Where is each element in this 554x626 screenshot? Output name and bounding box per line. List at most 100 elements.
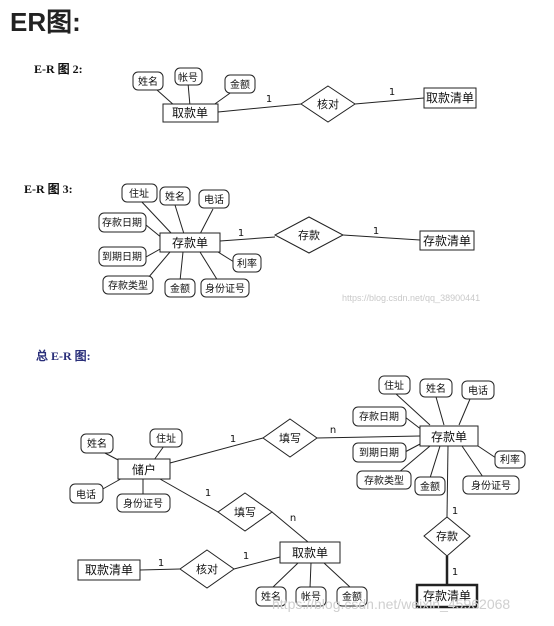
entity-d3-deposit-slip <box>419 425 479 447</box>
edge-d3-ws-name <box>271 562 299 589</box>
edge-d3-ds-duedate <box>404 442 423 453</box>
label-d3-ws-account: 帐号 <box>301 590 321 603</box>
edge-d2-type <box>147 251 171 279</box>
edge-d2-phone <box>199 208 214 235</box>
attr-d2-phone <box>198 189 230 209</box>
edge-d1-entity-rel <box>217 103 302 113</box>
attr-d2-id-number <box>200 278 250 298</box>
attr-d3-dep-phone <box>69 483 104 504</box>
attr-d3-ds-phone <box>461 380 495 400</box>
label-d3-deposit-list: 存款清单 <box>423 589 471 603</box>
label-d3-ws-name: 姓名 <box>261 590 281 603</box>
label-d3-deposit-slip: 存款单 <box>431 430 467 444</box>
section-label-total-er: 总 E-R 图: <box>36 349 91 363</box>
edge-d3-dep-address <box>153 445 165 461</box>
attr-d2-deposit-type <box>102 275 154 295</box>
attr-d3-dep-address <box>149 428 183 448</box>
label-d3-dep-idno: 身份证号 <box>123 497 163 510</box>
card-d3-h: 1 <box>452 567 458 578</box>
rel-d2-deposit <box>273 216 345 254</box>
section-label-er3: E-R 图 3: <box>24 182 73 196</box>
edge-d3-ds-address <box>394 392 431 426</box>
attr-d3-ws-amount <box>336 586 368 607</box>
label-d2-amount: 金额 <box>170 282 190 295</box>
label-d3-rel-deposit: 存款 <box>436 529 458 543</box>
attr-d1-amount <box>224 74 256 94</box>
rel-d1-check <box>300 85 356 123</box>
attr-d3-ds-deposit-type <box>356 470 412 490</box>
label-d3-ws-amount: 金额 <box>342 590 362 603</box>
card-d3-e: 1 <box>158 558 164 569</box>
edge-d3-ws-account <box>309 562 312 589</box>
edge-d2-duedate <box>145 247 163 258</box>
label-d3-withdraw-slip: 取款单 <box>292 546 328 560</box>
edge-d2-rate <box>217 251 235 263</box>
watermark-1: https://blog.csdn.net/qq_38900441 <box>342 293 481 303</box>
card-d2-left: 1 <box>238 228 244 239</box>
edge-d3-ws-amount <box>323 562 352 589</box>
card-d3-c: 1 <box>205 488 211 499</box>
rel-d3-fill-withdraw <box>217 492 273 532</box>
edge-d1-rel-target <box>354 97 425 105</box>
label-d3-withdraw-list: 取款清单 <box>85 563 133 577</box>
edge-d2-rel-target <box>342 234 421 241</box>
attr-d2-name <box>159 186 191 206</box>
label-d3-dep-name: 姓名 <box>87 437 107 450</box>
edge-d2-depdate <box>145 224 163 239</box>
attr-d2-address <box>121 183 158 203</box>
label-d3-ds-name: 姓名 <box>426 382 446 395</box>
label-d3-fill-withdraw: 填写 <box>234 505 256 519</box>
attr-d3-ds-name <box>419 378 453 398</box>
edge-d3-ds-phone <box>458 398 471 426</box>
label-d1-amount: 金额 <box>230 78 250 91</box>
edge-d3-dep-fill1 <box>169 437 264 464</box>
edge-d3-fill2-wslip <box>271 511 309 543</box>
edge-d2-entity-rel <box>219 236 276 242</box>
attr-d2-rate <box>232 253 262 273</box>
label-d3-rel-check: 核对 <box>196 562 218 576</box>
section-label-er2: E-R 图 2: <box>34 62 83 76</box>
card-d3-g: 1 <box>452 506 458 517</box>
label-d2-name: 姓名 <box>165 190 185 203</box>
entity-d1-withdraw-list <box>423 87 477 109</box>
entity-d3-withdraw-slip <box>279 541 341 564</box>
attr-d1-account <box>174 67 203 86</box>
label-d3-ds-address: 住址 <box>384 379 404 392</box>
label-d2-target: 存款清单 <box>423 234 471 248</box>
attr-d3-ds-amount <box>414 476 446 496</box>
edge-d2-idno <box>199 251 219 282</box>
attr-d3-dep-idno <box>116 493 171 513</box>
label-d3-fill-deposit: 填写 <box>279 431 301 445</box>
label-d3-ds-rate: 利率 <box>500 453 520 466</box>
label-d3-ds-due-date: 到期日期 <box>359 447 399 459</box>
rel-d3-deposit <box>423 516 471 557</box>
edge-d3-ds-rate <box>477 445 497 459</box>
entity-d3-deposit-list <box>415 583 479 609</box>
edge-d3-ds-amount <box>429 445 441 479</box>
label-d1-name: 姓名 <box>138 75 158 88</box>
attr-d2-due-date <box>98 246 147 267</box>
label-d2-rel: 存款 <box>298 228 320 242</box>
label-d1-rel: 核对 <box>317 97 339 111</box>
label-d2-rate: 利率 <box>237 257 257 270</box>
attr-d3-ds-rate <box>494 450 526 469</box>
attr-d3-ws-name <box>255 586 287 607</box>
label-d3-ds-amount: 金额 <box>420 480 440 493</box>
label-d2-due-date: 到期日期 <box>102 251 142 263</box>
label-d3-ds-phone: 电话 <box>468 384 488 397</box>
rel-d3-fill-deposit <box>262 418 318 458</box>
label-d2-entity: 存款单 <box>172 236 208 250</box>
watermark-2: https://blog.csdn.net/weixin_45962068 <box>272 596 511 612</box>
label-d3-ds-id-number: 身份证号 <box>471 479 511 492</box>
card-d1-right: 1 <box>389 87 395 98</box>
label-d3-ds-deposit-type: 存款类型 <box>364 474 404 487</box>
card-d1-left: 1 <box>266 94 272 105</box>
attr-d2-deposit-date <box>98 212 147 233</box>
edge-d3-check-wslip <box>233 556 281 570</box>
edge-d3-ds-depdate <box>404 416 423 431</box>
label-d1-account: 帐号 <box>178 71 198 84</box>
edge-d3-dep-fill2 <box>159 478 219 513</box>
attr-d2-amount <box>164 278 196 298</box>
attr-d3-ds-address <box>378 375 411 395</box>
